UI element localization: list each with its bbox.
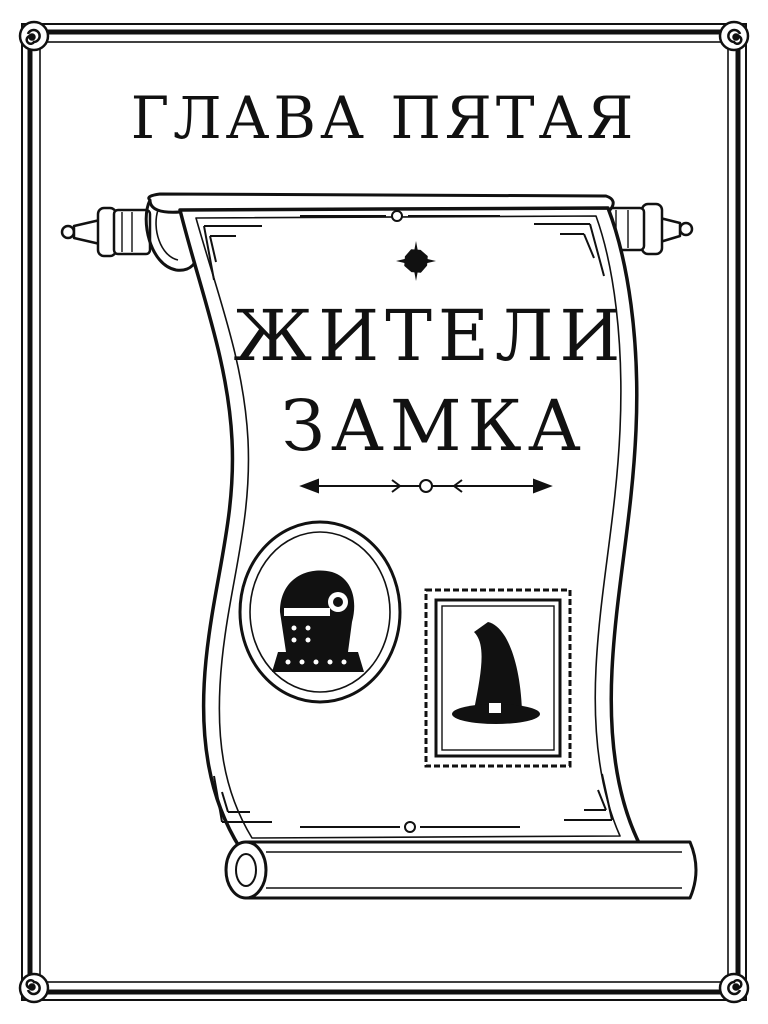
knight-helmet-icon [272,570,364,672]
swirl-ornament-icon [718,972,750,1004]
swirl-ornament-icon [718,20,750,52]
star-icon [396,241,436,281]
frame-corners [18,20,750,1004]
scroll-bottom-roll [224,840,698,900]
portrait-knight [238,520,402,704]
portrait-witch [424,588,572,768]
witch-hat-icon [452,622,540,724]
arrow-divider [299,478,553,494]
swirl-ornament-icon [18,972,50,1004]
scroll-rod-left [60,206,152,258]
swirl-ornament-icon [18,20,50,52]
chapter-heading: ГЛАВА ПЯТАЯ [131,84,638,152]
page-frame [21,23,747,1001]
title-line-2: ЗАМКА [281,385,587,467]
title-line-1: ЖИТЕЛИ [234,295,627,377]
sheet-corner-ornaments [203,210,613,833]
